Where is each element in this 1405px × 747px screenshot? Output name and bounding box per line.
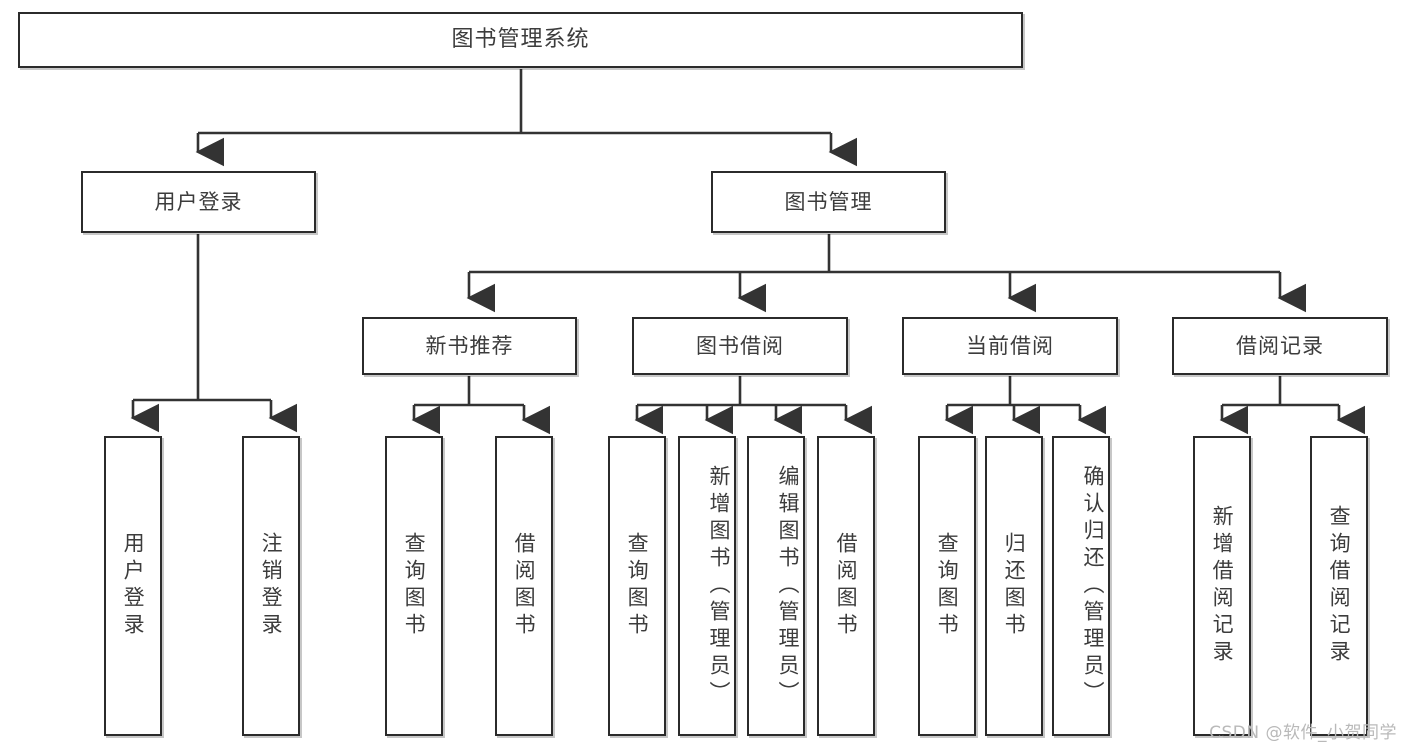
node-label: 新书推荐: [425, 333, 514, 358]
node-label: 编辑图书（管理员）: [776, 464, 800, 708]
node-label: 注销登录: [259, 532, 284, 640]
node-root-system[interactable]: 图书管理系统: [18, 12, 1023, 68]
node-label: 用户登录: [121, 532, 146, 640]
watermark-text: CSDN @软件_小贺同学: [1209, 723, 1397, 743]
node-label: 查询图书: [935, 532, 960, 640]
node-label: 借阅记录: [1236, 333, 1324, 358]
leaf-edit-book[interactable]: 编辑图书（管理员）: [747, 436, 805, 736]
leaf-return-book[interactable]: 归还图书: [985, 436, 1043, 736]
leaf-confirm-return[interactable]: 确认归还（管理员）: [1052, 436, 1110, 736]
leaf-logout-login[interactable]: 注销登录: [242, 436, 300, 736]
node-label: 图书管理: [784, 189, 873, 214]
leaf-add-book[interactable]: 新增图书（管理员）: [678, 436, 736, 736]
node-label: 借阅图书: [834, 532, 859, 640]
node-label: 新增借阅记录: [1210, 505, 1235, 667]
leaf-query-book-2[interactable]: 查询图书: [608, 436, 666, 736]
leaf-query-book-1[interactable]: 查询图书: [385, 436, 443, 736]
node-label: 新增图书（管理员）: [707, 464, 731, 708]
leaf-borrow-book-1[interactable]: 借阅图书: [495, 436, 553, 736]
node-label: 图书管理系统: [451, 27, 590, 53]
node-label: 归还图书: [1002, 532, 1027, 640]
node-label: 借阅图书: [512, 532, 537, 640]
node-new-book-recommend[interactable]: 新书推荐: [362, 317, 577, 375]
leaf-borrow-book-2[interactable]: 借阅图书: [817, 436, 875, 736]
node-label: 查询图书: [402, 532, 427, 640]
node-label: 查询图书: [625, 532, 650, 640]
node-book-manage[interactable]: 图书管理: [711, 171, 946, 233]
leaf-query-book-3[interactable]: 查询图书: [918, 436, 976, 736]
node-label: 图书借阅: [696, 333, 784, 358]
leaf-user-login[interactable]: 用户登录: [104, 436, 162, 736]
node-book-borrow[interactable]: 图书借阅: [632, 317, 848, 375]
node-label: 查询借阅记录: [1327, 505, 1352, 667]
node-label: 当前借阅: [966, 333, 1054, 358]
node-label: 确认归还（管理员）: [1081, 464, 1105, 708]
node-user-login[interactable]: 用户登录: [81, 171, 316, 233]
node-label: 用户登录: [154, 189, 243, 214]
node-borrow-record[interactable]: 借阅记录: [1172, 317, 1388, 375]
node-current-borrow[interactable]: 当前借阅: [902, 317, 1118, 375]
leaf-add-record[interactable]: 新增借阅记录: [1193, 436, 1251, 736]
leaf-query-record[interactable]: 查询借阅记录: [1310, 436, 1368, 736]
